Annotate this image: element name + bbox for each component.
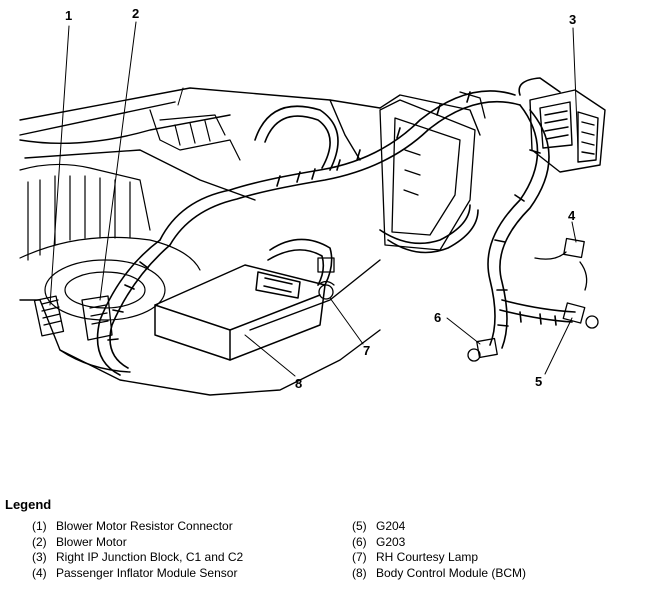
callout-labels: 1 2 3 4 5 6 7 8 [65,6,576,391]
legend-item: (3) Right IP Junction Block, C1 and C2 [32,550,243,566]
legend-item-number: (5) [352,519,367,533]
legend-item-number: (8) [352,565,367,580]
legend-column-left: (1) Blower Motor Resistor Connector (2) … [32,519,243,581]
callout-4: 4 [568,208,576,223]
ip-bracket [379,91,486,251]
dashboard-structure [19,87,481,396]
legend-title: Legend [5,497,52,512]
legend-item: (1) Blower Motor Resistor Connector [32,519,243,535]
legend-item: (7) RH Courtesy Lamp [352,550,526,566]
legend-column-right: (5) G204 (6) G203 (7) RH Courtesy Lamp (… [352,519,526,581]
legend-item-number: (1) [32,519,47,533]
legend-item-number: (6) [352,534,367,549]
legend-item-label: Body Control Module (BCM) [376,565,527,580]
rh-courtesy-lamp [317,257,335,300]
legend-item: (5) G204 [352,519,526,535]
legend-item-label: RH Courtesy Lamp [376,550,479,565]
legend-item: (2) Blower Motor [32,535,243,551]
callout-6: 6 [434,310,441,325]
callout-1: 1 [65,8,72,23]
legend-item-label: G203 [376,534,406,549]
junction-block [529,89,606,173]
legend-item-label: Passenger Inflator Module Sensor [56,565,238,580]
callout-3: 3 [569,12,576,27]
legend-item: (6) G203 [352,535,526,551]
callout-2: 2 [132,6,139,21]
callout-8: 8 [295,376,302,391]
passenger-inflator-module-sensor [534,237,588,291]
legend-item-number: (3) [32,550,47,565]
legend-item-number: (4) [32,565,47,580]
blower-housing [19,109,241,321]
wiring-harness-diagram: 1 2 3 4 5 6 7 8 [19,6,606,396]
legend-item-label: Blower Motor Resistor Connector [56,519,233,533]
legend-item-label: Blower Motor [56,534,127,549]
callout-7: 7 [363,343,370,358]
legend-item-number: (2) [32,534,47,549]
wiring-harness [96,77,576,376]
callout-5: 5 [535,374,542,389]
callout-leaders [49,21,579,377]
g204-ground [562,302,599,329]
g203-ground [467,337,498,362]
legend-item-label: Right IP Junction Block, C1 and C2 [56,550,244,565]
legend-item: (4) Passenger Inflator Module Sensor [32,566,243,582]
body-control-module [154,264,326,361]
legend-item-number: (7) [352,550,367,565]
legend-item: (8) Body Control Module (BCM) [352,566,526,582]
legend-item-label: G204 [376,519,406,533]
